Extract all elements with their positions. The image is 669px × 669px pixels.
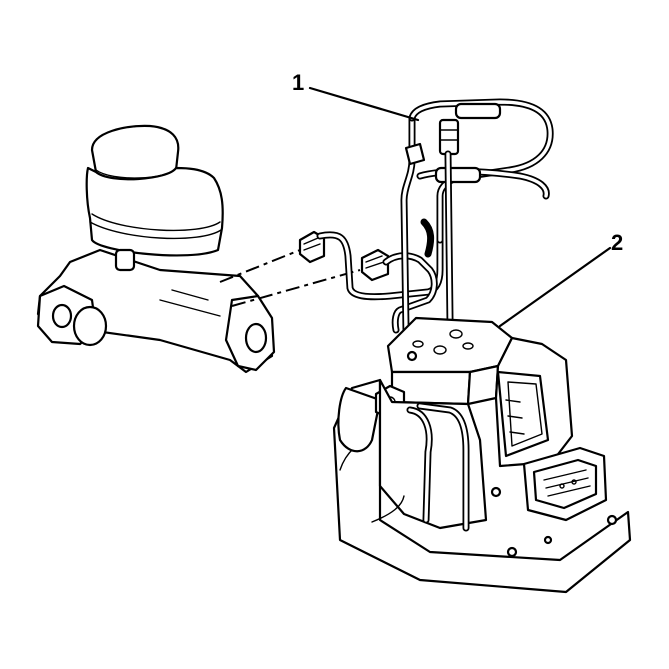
electrical-connector bbox=[522, 446, 608, 522]
leader-line-2 bbox=[498, 246, 612, 328]
abs-module bbox=[332, 316, 632, 594]
leader-line-1 bbox=[308, 86, 420, 122]
brake-line-fitting bbox=[298, 230, 326, 264]
master-cylinder bbox=[36, 124, 276, 374]
alignment-line bbox=[231, 269, 361, 307]
reservoir-cap bbox=[90, 124, 180, 182]
brake-pipes bbox=[316, 98, 554, 334]
brake-line-fitting bbox=[360, 248, 390, 282]
callout-2: 2 bbox=[611, 230, 624, 255]
hydraulic-block bbox=[386, 316, 514, 374]
mounting-bracket bbox=[332, 378, 632, 594]
alignment-line bbox=[219, 249, 301, 283]
callout-1: 1 bbox=[292, 70, 305, 95]
reservoir-body bbox=[85, 166, 224, 257]
